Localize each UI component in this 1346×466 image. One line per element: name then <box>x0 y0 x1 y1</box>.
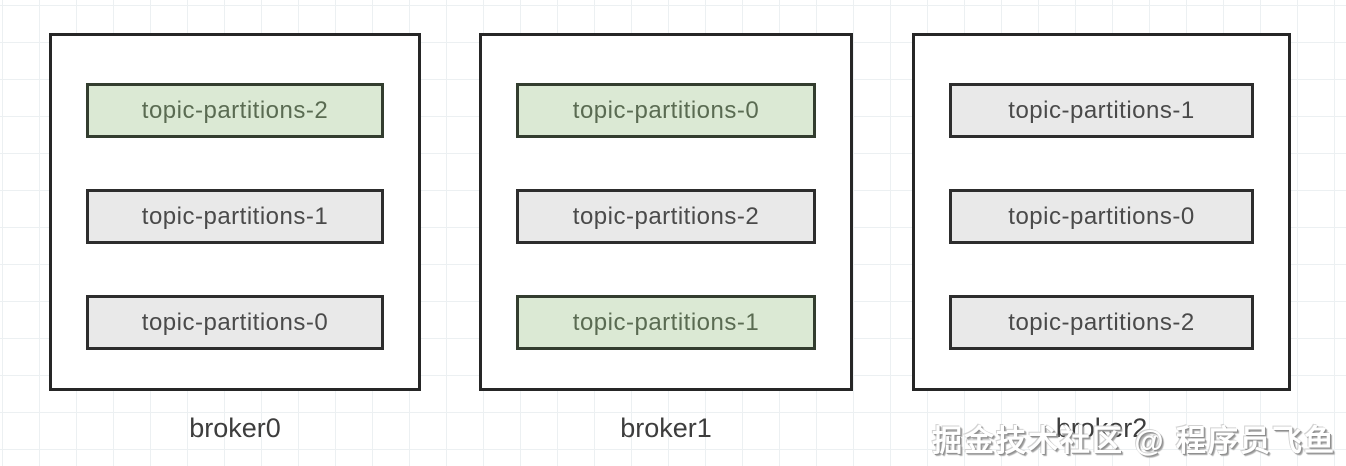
partition-box: topic-partitions-2 <box>949 295 1254 350</box>
broker2-box: topic-partitions-1 topic-partitions-0 to… <box>912 33 1291 391</box>
partition-box: topic-partitions-1 <box>86 189 384 244</box>
partition-box: topic-partitions-0 <box>949 189 1254 244</box>
watermark-text: 掘金技术社区 @ 程序员飞鱼 <box>932 425 1336 458</box>
partition-box: topic-partitions-2 <box>516 189 816 244</box>
broker0-label: broker0 <box>189 413 281 443</box>
broker1-box: topic-partitions-0 topic-partitions-2 to… <box>479 33 853 391</box>
broker0-box: topic-partitions-2 topic-partitions-1 to… <box>49 33 421 391</box>
broker1-label: broker1 <box>620 413 712 443</box>
partition-box: topic-partitions-0 <box>516 83 816 138</box>
partition-box: topic-partitions-0 <box>86 295 384 350</box>
partition-box: topic-partitions-1 <box>949 83 1254 138</box>
partition-box: topic-partitions-2 <box>86 83 384 138</box>
partition-box: topic-partitions-1 <box>516 295 816 350</box>
broker2-label: broker2 <box>1055 413 1148 443</box>
